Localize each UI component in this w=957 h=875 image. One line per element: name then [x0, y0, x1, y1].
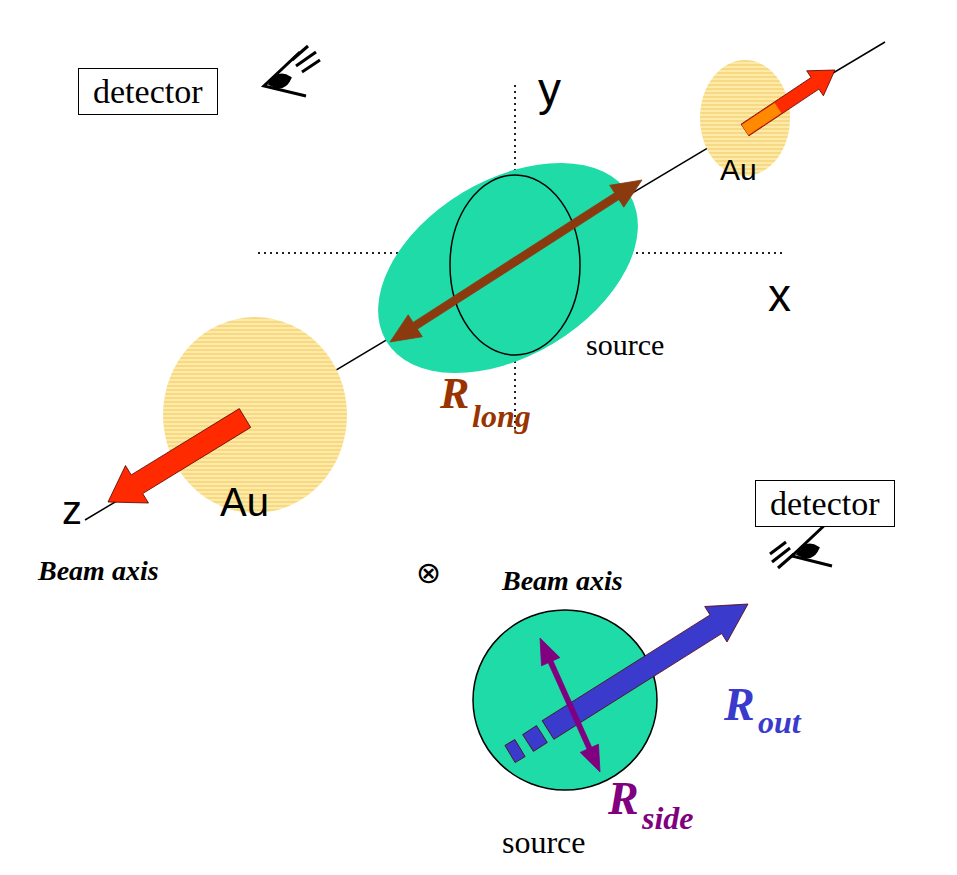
eye-icon: [770, 522, 832, 568]
r-long-arrow-half: [390, 258, 518, 342]
nucleus-label: Au: [220, 482, 269, 522]
axis-label: x: [768, 272, 791, 318]
r-long-arrow-half: [514, 180, 642, 264]
shape-fill: [473, 610, 657, 790]
eye-icon: [264, 46, 320, 96]
source-label: source: [502, 826, 586, 858]
detector-label: detector: [770, 485, 880, 522]
axis-label: z: [62, 490, 82, 530]
radius-symbol: R: [440, 372, 469, 416]
gold-nucleus: Au: [700, 60, 790, 176]
shape-fill: [341, 119, 675, 416]
arrow-overlap: [745, 108, 778, 130]
radius-symbol: R: [608, 776, 639, 822]
detector-label: detector: [93, 73, 203, 110]
r-out-arrow: [542, 604, 748, 739]
beam-direction-arrow: [741, 70, 835, 136]
r-out-dash: [523, 726, 548, 752]
beam-axis-label: Beam axis: [502, 567, 623, 595]
beam-axis-label: Beam axis: [38, 557, 159, 585]
r-side-arrow-half: [568, 704, 600, 772]
detector-box: detector: [755, 480, 895, 527]
detector-box: detector: [78, 68, 218, 115]
radius-subscript: side: [642, 802, 694, 834]
beam-direction-arrow: [108, 409, 251, 503]
r-side-arrow-half: [540, 638, 572, 706]
gold-nucleus: Au: [163, 317, 347, 513]
into-page-symbol: ⊗: [416, 558, 441, 588]
r-out-dash: [505, 740, 525, 763]
radius-subscript: out: [758, 706, 801, 738]
axis-label: y: [538, 66, 561, 112]
source-label: source: [586, 330, 664, 360]
radius-subscript: long: [472, 400, 531, 432]
radius-symbol: R: [724, 682, 755, 728]
nucleus-label: Au: [720, 155, 757, 185]
